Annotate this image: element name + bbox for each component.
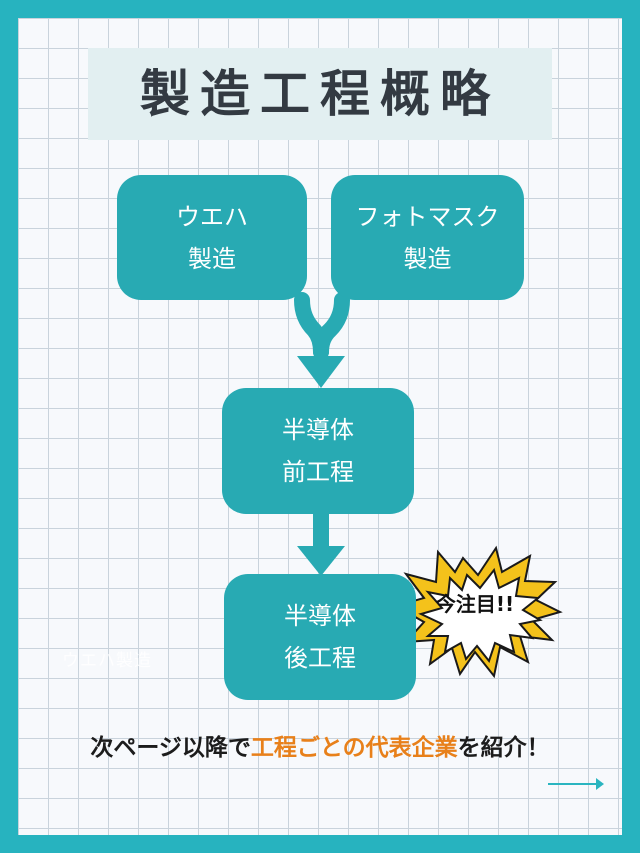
node-photomask-line1: フォトマスク bbox=[355, 202, 500, 231]
page-title: 製造工程概略 bbox=[140, 65, 500, 123]
node-wafer-line1: ウエハ bbox=[176, 202, 248, 231]
down-arrow-icon bbox=[297, 546, 345, 576]
node-front-end: 半導体 前工程 bbox=[222, 388, 414, 514]
down-arrow-icon bbox=[297, 356, 345, 388]
node-front-end-line1: 半導体 bbox=[282, 416, 354, 444]
callout-text: 今注目!! bbox=[435, 592, 515, 616]
next-arrow-icon[interactable] bbox=[548, 783, 602, 785]
node-photomask-line2: 製造 bbox=[403, 244, 452, 273]
node-back-end-line2: 後工程 bbox=[284, 644, 356, 672]
burst-icon bbox=[393, 545, 563, 679]
title-background bbox=[88, 48, 552, 140]
footer-text-before: 次ページ以降で bbox=[90, 735, 251, 761]
footer-highlight: 工程ごとの代表企業 bbox=[250, 735, 458, 761]
next-arrow-head[interactable] bbox=[596, 778, 604, 790]
footer-caption: 次ページ以降で工程ごとの代表企業を紹介！ bbox=[0, 728, 640, 762]
footer-text-after: を紹介！ bbox=[457, 735, 550, 761]
node-wafer-line2: 製造 bbox=[188, 244, 236, 273]
node-photomask: フォトマスク 製造 bbox=[331, 175, 524, 300]
node-back-end: 半導体 後工程 bbox=[224, 574, 416, 700]
node-front-end-line2: 前工程 bbox=[282, 458, 354, 486]
watermark-text: ウエハ製造 bbox=[62, 651, 152, 671]
connector-right bbox=[313, 292, 350, 360]
node-back-end-line1: 半導体 bbox=[284, 602, 356, 630]
node-wafer: ウエハ 製造 bbox=[117, 175, 307, 300]
